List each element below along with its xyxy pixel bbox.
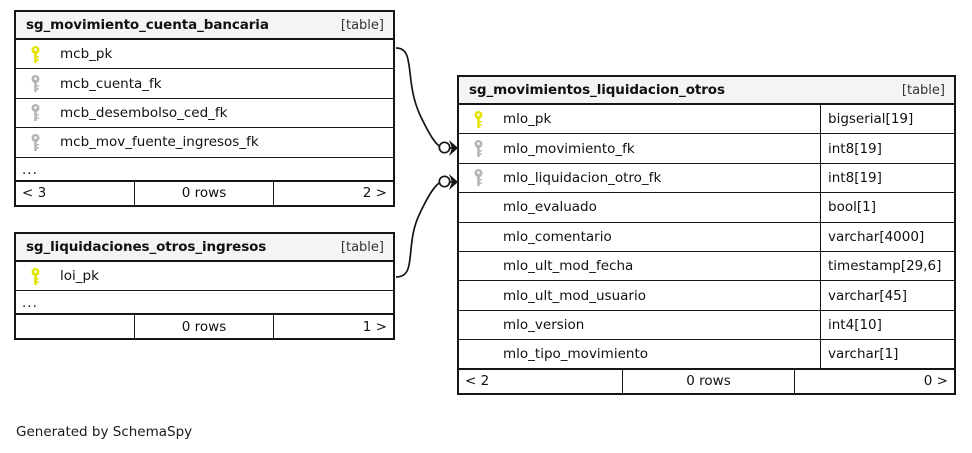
table-row[interactable]: mlo_comentario varchar[4000] xyxy=(459,222,954,252)
primary-key-icon xyxy=(467,110,489,128)
table-row[interactable]: mlo_version int4[10] xyxy=(459,310,954,341)
column-name-cell: mlo_tipo_movimiento xyxy=(459,340,820,367)
column-name-cell: mlo_movimiento_fk xyxy=(459,134,820,162)
table-row[interactable]: loi_pk xyxy=(16,262,393,292)
column-name-cell: mcb_pk xyxy=(16,40,393,68)
column-type: varchar[45] xyxy=(820,281,954,310)
column-type: varchar[4000] xyxy=(820,222,954,251)
table-row[interactable]: mcb_mov_fuente_ingresos_fk xyxy=(16,128,393,158)
foreign-key-icon xyxy=(467,140,489,158)
column-name-cell: mlo_evaluado xyxy=(459,193,820,221)
table-title: sg_movimiento_cuenta_bancaria xyxy=(26,17,269,33)
table-type-tag: [table] xyxy=(901,82,945,98)
table-row[interactable]: mlo_liquidacion_otro_fk int8[19] xyxy=(459,163,954,194)
table-title: sg_movimientos_liquidacion_otros xyxy=(469,82,725,98)
column-type: bool[1] xyxy=(820,193,954,222)
column-type: bigserial[19] xyxy=(820,105,954,134)
table-header: sg_liquidaciones_otros_ingresos [table] xyxy=(16,234,393,262)
column-list: loi_pk ... xyxy=(16,262,393,316)
table-header: sg_movimientos_liquidacion_otros [table] xyxy=(459,77,954,105)
table-row[interactable]: mcb_pk xyxy=(16,40,393,70)
table-row[interactable]: mlo_ult_mod_usuario varchar[45] xyxy=(459,281,954,311)
table-sg_liquidaciones_otros_ingresos[interactable]: sg_liquidaciones_otros_ingresos [table] xyxy=(14,232,395,341)
relationship-edge-mcb-pk-to-mlo-movimiento-fk xyxy=(395,47,442,148)
primary-key-icon xyxy=(24,45,46,63)
table-sg_movimiento_cuenta_bancaria[interactable]: sg_movimiento_cuenta_bancaria [table] xyxy=(14,10,395,207)
footer-left-relations[interactable]: < 2 xyxy=(465,373,490,390)
foreign-key-icon xyxy=(467,169,489,187)
column-list: mlo_pk bigserial[19] mlo_m xyxy=(459,105,954,370)
column-name-cell: mlo_ult_mod_fecha xyxy=(459,252,820,280)
column-name: mlo_evaluado xyxy=(503,199,597,216)
table-footer: < 3 0 rows 2 > xyxy=(16,181,393,205)
column-list: mcb_pk mcb_cuenta_fk xyxy=(16,40,393,182)
column-name-cell: mcb_cuenta_fk xyxy=(16,69,393,97)
column-name: mcb_mov_fuente_ingresos_fk xyxy=(60,134,259,151)
more-columns-indicator[interactable]: ... xyxy=(16,291,393,316)
column-type: int4[10] xyxy=(820,310,954,340)
primary-key-icon xyxy=(24,267,46,285)
footer-row-count: 0 rows xyxy=(134,315,274,339)
foreign-key-icon xyxy=(24,104,46,122)
table-type-tag: [table] xyxy=(340,239,384,255)
edge-marker-circle-2 xyxy=(438,175,451,188)
foreign-key-icon xyxy=(24,133,46,151)
table-header: sg_movimiento_cuenta_bancaria [table] xyxy=(16,12,393,40)
footer-left-relations[interactable] xyxy=(16,315,134,338)
table-type-tag: [table] xyxy=(340,17,384,33)
column-name-cell: mlo_comentario xyxy=(459,223,820,251)
table-title: sg_liquidaciones_otros_ingresos xyxy=(26,239,267,255)
column-name: loi_pk xyxy=(60,268,99,285)
column-name: mcb_desembolso_ced_fk xyxy=(60,104,228,121)
column-name-cell: mlo_version xyxy=(459,311,820,339)
column-name: mlo_version xyxy=(503,316,585,333)
more-columns-indicator[interactable]: ... xyxy=(16,158,393,182)
column-name: mlo_tipo_movimiento xyxy=(503,345,648,362)
column-name-cell: mlo_pk xyxy=(459,105,820,133)
generated-by-credit: Generated by SchemaSpy xyxy=(16,424,193,440)
table-row[interactable]: mlo_pk bigserial[19] xyxy=(459,105,954,135)
table-row[interactable]: mlo_ult_mod_fecha timestamp[29,6] xyxy=(459,251,954,282)
column-name: mlo_comentario xyxy=(503,228,612,245)
foreign-key-icon xyxy=(24,75,46,93)
column-type: int8[19] xyxy=(820,134,954,163)
table-row[interactable]: mlo_tipo_movimiento varchar[1] xyxy=(459,340,954,370)
column-name: mcb_pk xyxy=(60,46,113,63)
footer-left-relations[interactable]: < 3 xyxy=(22,185,47,202)
table-row[interactable]: mlo_movimiento_fk int8[19] xyxy=(459,134,954,164)
column-name-cell: mcb_mov_fuente_ingresos_fk xyxy=(16,128,393,156)
column-name: mlo_ult_mod_usuario xyxy=(503,287,646,304)
table-footer: < 2 0 rows 0 > xyxy=(459,369,954,393)
table-row[interactable]: mlo_evaluado bool[1] xyxy=(459,193,954,223)
column-name-cell: loi_pk xyxy=(16,262,393,290)
column-type: int8[19] xyxy=(820,163,954,193)
column-type: timestamp[29,6] xyxy=(820,251,954,281)
footer-right-relations[interactable]: 1 > xyxy=(362,318,387,335)
edge-marker-circle-1 xyxy=(438,141,451,154)
footer-right-relations[interactable]: 2 > xyxy=(362,185,387,202)
table-footer: 0 rows 1 > xyxy=(16,315,393,339)
column-name: mlo_movimiento_fk xyxy=(503,140,635,157)
column-name-cell: mlo_liquidacion_otro_fk xyxy=(459,164,820,192)
column-name-cell: mcb_desembolso_ced_fk xyxy=(16,99,393,127)
column-name-cell: mlo_ult_mod_usuario xyxy=(459,281,820,309)
relationship-edge-loi-pk-to-mlo-liquidacion-otro-fk xyxy=(395,181,442,278)
table-row[interactable]: mcb_cuenta_fk xyxy=(16,69,393,99)
column-name: mlo_ult_mod_fecha xyxy=(503,258,634,275)
column-name: mlo_liquidacion_otro_fk xyxy=(503,169,662,186)
table-sg_movimientos_liquidacion_otros[interactable]: sg_movimientos_liquidacion_otros [table] xyxy=(457,75,956,395)
footer-right-relations[interactable]: 0 > xyxy=(923,373,948,390)
column-name: mlo_pk xyxy=(503,111,552,128)
column-name: mcb_cuenta_fk xyxy=(60,75,162,92)
footer-row-count: 0 rows xyxy=(134,181,274,205)
footer-row-count: 0 rows xyxy=(622,369,795,393)
table-row[interactable]: mcb_desembolso_ced_fk xyxy=(16,99,393,129)
column-type: varchar[1] xyxy=(820,340,954,368)
